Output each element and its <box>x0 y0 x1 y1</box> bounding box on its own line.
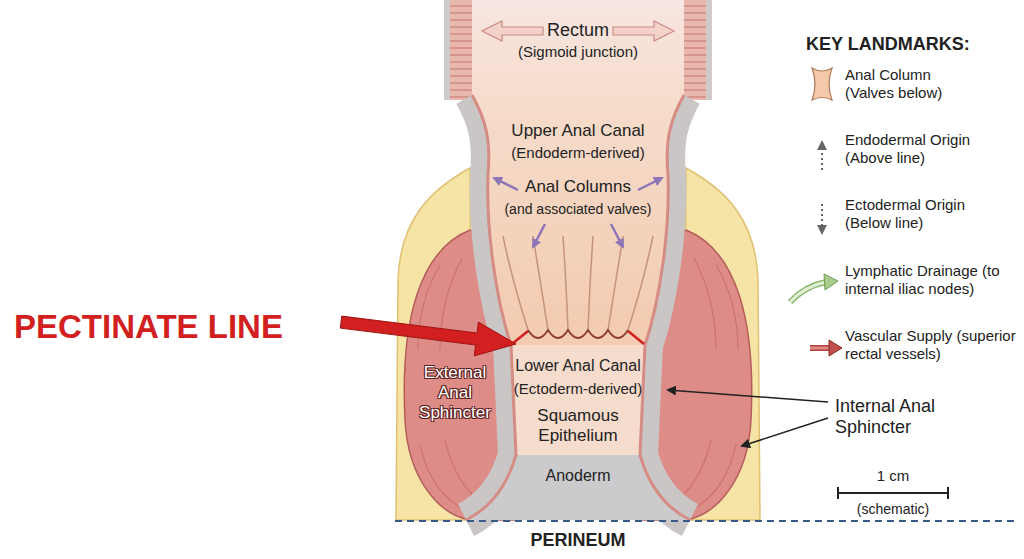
structure-sublabel: (and associated valves) <box>504 201 651 218</box>
boundary-label: PERINEUM <box>530 530 625 551</box>
perineum-line <box>395 520 1018 522</box>
column-icon <box>812 68 832 100</box>
region-label: Rectum <box>547 20 609 41</box>
pointer-arrow <box>638 178 662 190</box>
column-line <box>533 236 548 330</box>
legend-text: Lymphatic Drainage (to internal iliac no… <box>845 262 1017 297</box>
muscle-label: Internal Anal Sphincter <box>835 396 960 438</box>
column-line <box>503 236 528 330</box>
muscle-label: External Anal Sphincter <box>409 363 501 423</box>
vascular-arrow-icon <box>810 347 830 350</box>
rectal-wall <box>450 0 472 100</box>
scale-bar <box>838 492 948 494</box>
outline-arrow <box>613 21 674 41</box>
vascular-arrow-icon <box>810 345 830 351</box>
tissue-label: Squamous Epithelium <box>522 406 634 446</box>
lymph-arrow-icon <box>790 282 826 302</box>
scale-tick <box>947 487 949 499</box>
down-arrow-icon <box>821 204 823 233</box>
region-sublabel: (Ectoderm-derived) <box>514 380 642 398</box>
legend-text: Vascular Supply (superior rectal vessels… <box>845 327 1017 362</box>
scale-label: 1 cm <box>877 467 910 485</box>
legend-text: Ectodermal Origin (Below line) <box>845 196 995 231</box>
legend-text: Anal Column (Valves below) <box>845 66 960 101</box>
anal-columns <box>503 236 653 330</box>
pointer-arrow <box>533 224 545 247</box>
legend-heading: KEY LANDMARKS: <box>806 34 970 55</box>
pectinate-line-mark <box>628 331 644 344</box>
legend-text: Endodermal Origin (Above line) <box>845 131 995 166</box>
mucosa-edge <box>466 95 516 520</box>
mucosa-edge <box>640 95 690 520</box>
callout-title: PECTINATE LINE <box>14 308 283 347</box>
column-line <box>628 236 653 330</box>
column-line <box>608 236 623 330</box>
canal-lumen <box>466 0 690 520</box>
lymph-arrow-head <box>824 274 838 290</box>
tissue-label: Anoderm <box>546 467 611 486</box>
region-label: Lower Anal Canal <box>515 357 640 376</box>
anoderm-region <box>466 455 690 520</box>
column-line <box>563 236 568 330</box>
leader-line <box>742 418 828 446</box>
anal-valves <box>528 330 628 338</box>
lower-canal-region <box>511 345 645 455</box>
muscle-fiber <box>420 445 465 510</box>
lymph-arrow-icon <box>790 282 826 302</box>
region-sublabel: (Endoderm-derived) <box>511 144 644 162</box>
pointer-arrow <box>611 224 623 247</box>
column-line <box>588 236 593 330</box>
scale-tick <box>837 487 839 499</box>
outline-arrow <box>482 21 543 41</box>
pointer-arrow <box>494 178 518 190</box>
vascular-arrow-head <box>829 340 842 356</box>
structure-label: Anal Columns <box>525 177 631 197</box>
region-sublabel: (Sigmoid junction) <box>518 43 638 61</box>
scale-note: (schematic) <box>857 501 929 518</box>
pectinate-arrow <box>340 316 516 356</box>
up-arrow-icon <box>821 142 823 170</box>
pectinate-line-mark <box>512 331 528 344</box>
region-label: Upper Anal Canal <box>511 121 644 141</box>
leader-line <box>668 390 828 402</box>
